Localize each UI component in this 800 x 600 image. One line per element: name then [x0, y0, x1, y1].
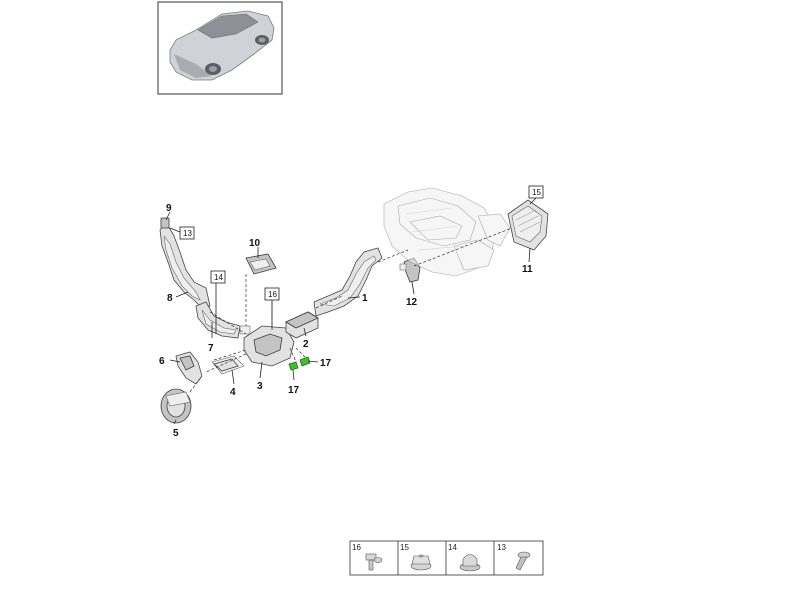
callouts: 9 8 7 10 2 1 3 4 6 5 17 17 12 11	[159, 203, 533, 439]
part-10-filter	[245, 253, 277, 275]
part-1-main-duct	[313, 247, 383, 317]
callout-17-right: 17	[320, 358, 332, 369]
callout-6: 6	[159, 356, 165, 367]
legend-cell-13: 13	[497, 543, 531, 571]
callout-4: 4	[230, 387, 236, 398]
box-ref-13: 13	[179, 226, 195, 240]
vehicle-thumbnail	[157, 1, 283, 95]
part-17-clip-b	[299, 356, 311, 367]
callout-17-bottom: 17	[288, 385, 300, 396]
part-9-clip	[160, 217, 170, 229]
callout-5: 5	[173, 428, 179, 439]
legend-cell-15: 15	[400, 543, 432, 571]
svg-text:16: 16	[268, 290, 277, 299]
part-7-duct	[195, 301, 241, 339]
box-ref-15: 15	[528, 185, 544, 199]
callout-12: 12	[406, 297, 418, 308]
part-6-bracket	[175, 351, 203, 385]
bolt-with-washer-icon	[365, 553, 383, 571]
part-4-pad	[211, 355, 245, 375]
flange-nut-icon	[410, 554, 432, 571]
legend-number-13: 13	[497, 543, 506, 552]
hvac-unit	[383, 187, 511, 277]
svg-text:13: 13	[183, 229, 192, 238]
car-icon	[169, 10, 275, 81]
callout-9: 9	[166, 203, 172, 214]
part-8-side-duct	[159, 221, 211, 311]
boxed-references: 13 14 16 15	[179, 185, 544, 301]
part-11-filter	[507, 199, 549, 251]
part-5-outlet	[160, 388, 192, 424]
dome-nut-icon	[459, 554, 481, 572]
callout-10: 10	[249, 238, 261, 249]
callout-1: 1	[362, 293, 368, 304]
callout-11: 11	[522, 264, 533, 275]
callout-2: 2	[303, 339, 309, 350]
part-3-distributor	[239, 325, 295, 367]
callout-7: 7	[208, 343, 214, 354]
svg-text:14: 14	[214, 273, 223, 282]
callout-8: 8	[167, 293, 173, 304]
part-17-clip-a	[288, 361, 299, 371]
screw-icon	[515, 551, 531, 571]
box-ref-14: 14	[210, 270, 226, 284]
fastener-legend: 16 15 14 13	[349, 540, 544, 576]
callout-3: 3	[257, 381, 263, 392]
legend-number-15: 15	[400, 543, 409, 552]
leader-lines	[165, 197, 537, 425]
legend-cell-14: 14	[448, 543, 481, 572]
box-ref-16: 16	[264, 287, 280, 301]
legend-number-16: 16	[352, 543, 361, 552]
legend-cell-16: 16	[352, 543, 383, 571]
part-2-duct-piece	[285, 311, 319, 339]
legend-number-14: 14	[448, 543, 457, 552]
svg-text:15: 15	[532, 188, 541, 197]
